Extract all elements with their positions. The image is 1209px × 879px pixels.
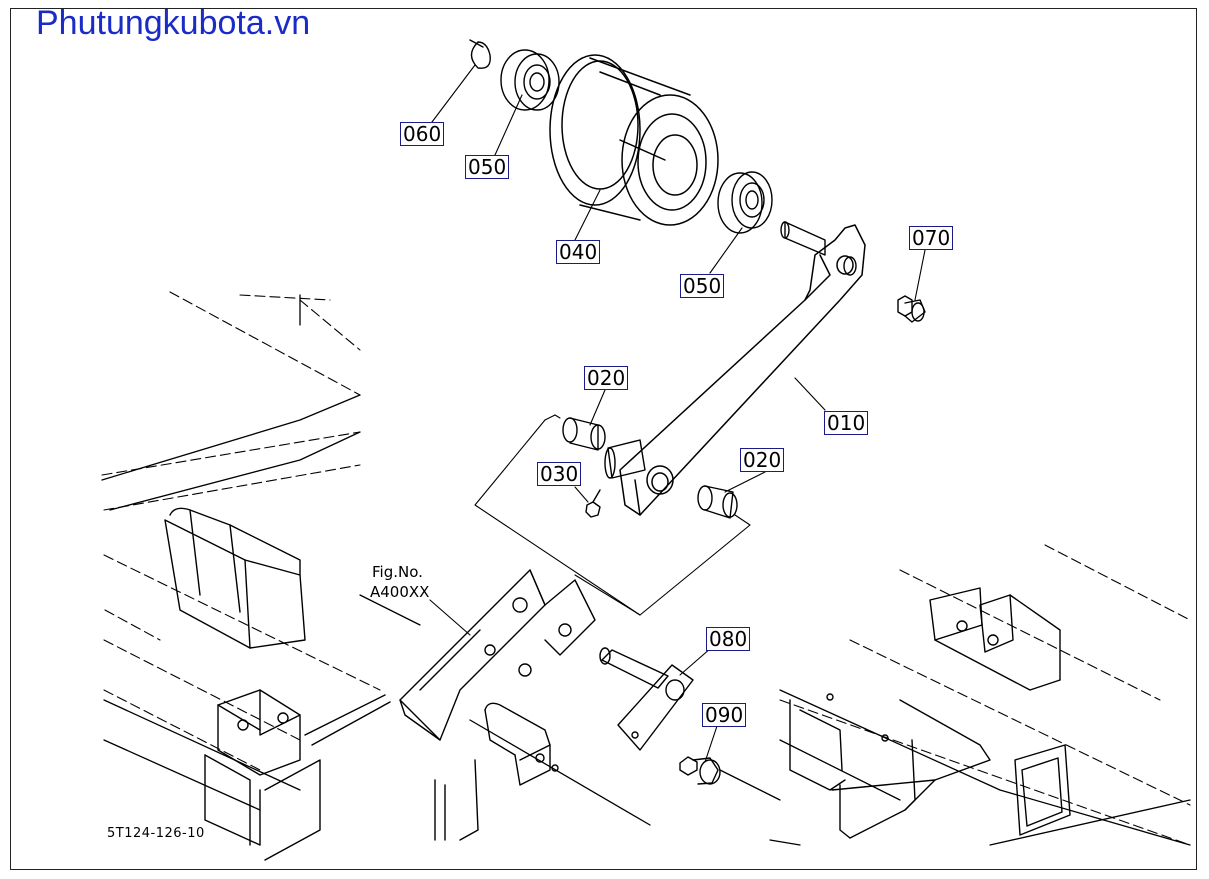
u-bracket	[484, 702, 559, 786]
callout-010[interactable]: 010	[824, 411, 869, 435]
callout-060[interactable]: 060	[400, 122, 445, 146]
callout-030[interactable]: 030	[537, 462, 582, 486]
bushing-lower	[697, 485, 738, 519]
washer-070	[843, 256, 857, 276]
left-bracket	[164, 507, 306, 649]
callout-020-lower[interactable]: 020	[740, 448, 785, 472]
figure-ref-line2: A400XX	[370, 583, 430, 601]
machine-frame-lines	[101, 291, 1191, 846]
snap-ring	[469, 39, 491, 69]
arm-shaft	[780, 221, 826, 256]
bearing-lower	[717, 171, 773, 234]
right-frame	[789, 587, 1071, 839]
callout-080[interactable]: 080	[706, 627, 751, 651]
figure-ref-line1: Fig.No.	[372, 563, 423, 581]
tension-arm	[619, 224, 866, 516]
callout-070[interactable]: 070	[909, 226, 954, 250]
idler-pulley	[549, 54, 719, 226]
bolt-090	[679, 756, 721, 785]
callout-090[interactable]: 090	[702, 703, 747, 727]
mount-plate	[399, 569, 596, 741]
pivot-pin	[599, 647, 694, 751]
lower-left-bracket	[204, 689, 479, 861]
callout-020-upper[interactable]: 020	[584, 366, 629, 390]
machine-rails	[101, 294, 1191, 846]
diagram-frame	[10, 8, 1197, 870]
callout-050-top[interactable]: 050	[465, 155, 510, 179]
bearing-top	[500, 49, 560, 111]
arm-boss	[604, 439, 646, 479]
bushing-upper	[562, 417, 606, 451]
bolt-070	[897, 295, 926, 323]
callout-040[interactable]: 040	[556, 240, 601, 264]
watermark: Phutungkubota.vn	[36, 4, 311, 42]
grease-nipple	[585, 489, 601, 518]
diagram-code: 5T124-126-10	[107, 826, 205, 841]
leader-lines	[429, 64, 926, 763]
callout-050-lower[interactable]: 050	[680, 274, 725, 298]
